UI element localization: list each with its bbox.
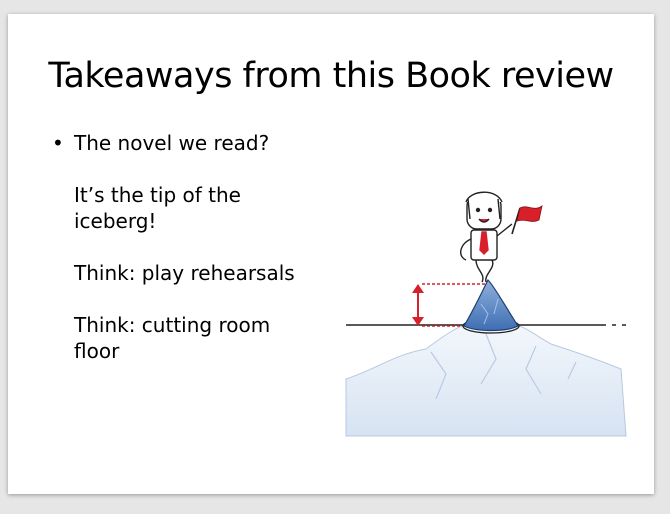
iceberg-tip-shape xyxy=(463,278,519,332)
bullet-item: • The novel we read? It’s the tip of the… xyxy=(52,130,352,364)
bullet-paragraph: Think: cutting room floor xyxy=(74,312,295,364)
bullet-paragraph: It’s the tip of the iceberg! xyxy=(74,182,295,234)
paragraph-line: It’s the tip of the xyxy=(74,183,241,207)
person-figure xyxy=(460,191,513,283)
bullet-list: • The novel we read? It’s the tip of the… xyxy=(52,130,352,364)
paragraph-line: The novel we read? xyxy=(74,131,270,155)
bullet-paragraph: The novel we read? xyxy=(74,130,295,156)
iceberg-with-person-icon xyxy=(345,191,627,437)
bullet-paragraph: Think: play rehearsals xyxy=(74,260,295,286)
paragraph-line: Think: cutting room xyxy=(74,313,271,337)
bullet-body: The novel we read? It’s the tip of the i… xyxy=(74,130,295,364)
bullet-symbol: • xyxy=(52,131,64,155)
paragraph-line: iceberg! xyxy=(74,209,157,233)
slide-title: Takeaways from this Book review xyxy=(48,56,614,96)
paragraph-line: Think: play rehearsals xyxy=(74,261,295,285)
iceberg-underwater-shape xyxy=(345,323,627,437)
paragraph-line: floor xyxy=(74,339,120,363)
flag-icon xyxy=(516,205,543,222)
slide-canvas: Takeaways from this Book review • The no… xyxy=(8,14,654,494)
